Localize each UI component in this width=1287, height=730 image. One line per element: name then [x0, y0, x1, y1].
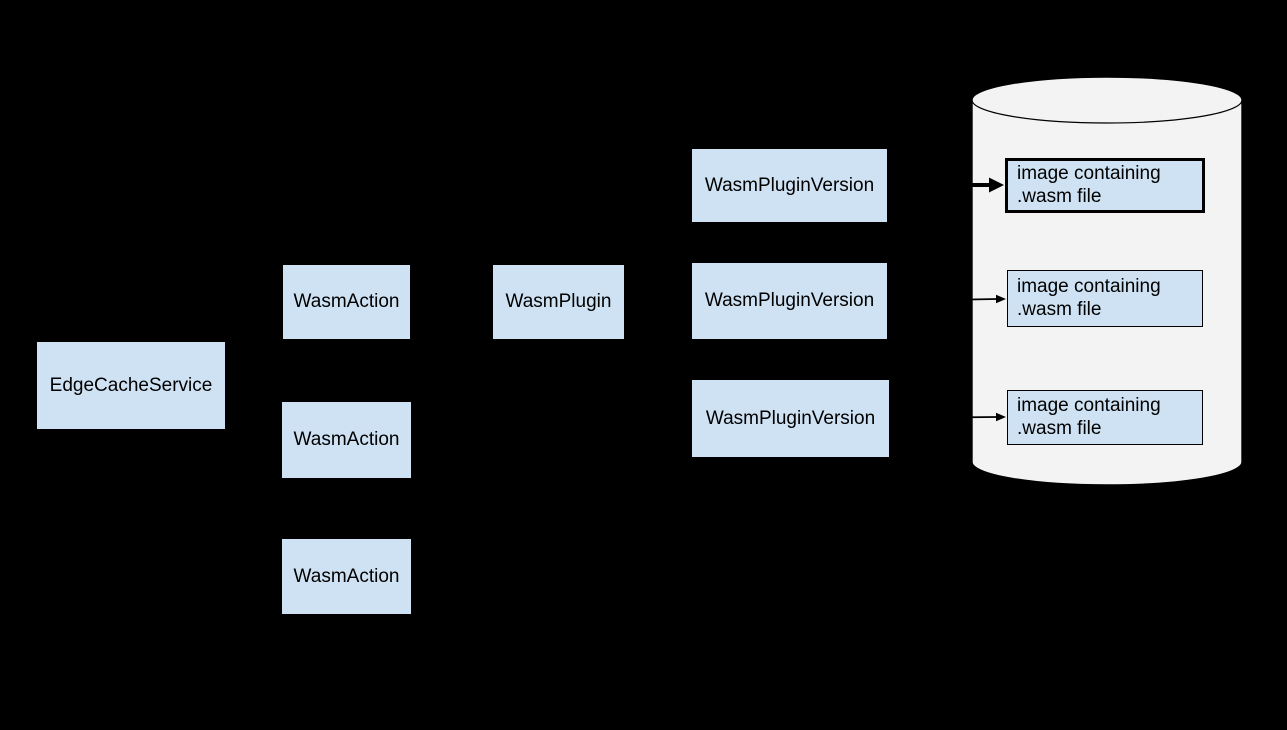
node-wasmaction-1: WasmAction	[283, 265, 410, 339]
registry-image-box-3: image containing .wasm file	[1007, 390, 1203, 445]
node-wasmpluginversion-3: WasmPluginVersion	[692, 380, 889, 457]
registry-image-box-2: image containing .wasm file	[1007, 270, 1203, 327]
node-edgecacheservice: EdgeCacheService	[37, 342, 225, 429]
cylinder-top-ellipse	[971, 99, 1243, 124]
node-wasmpluginversion-1: WasmPluginVersion	[692, 149, 887, 222]
registry-image-box-1: image containing .wasm file	[1005, 158, 1205, 213]
node-wasmaction-3: WasmAction	[282, 539, 411, 614]
arrow-wpv2-to-image2	[886, 294, 1006, 304]
arrow-wpv1-to-image1	[887, 177, 1004, 193]
node-wasmplugin: WasmPlugin	[493, 265, 624, 339]
node-wasmpluginversion-2: WasmPluginVersion	[692, 263, 887, 339]
arrow-wpv3-to-image3	[888, 412, 1006, 422]
node-wasmaction-2: WasmAction	[282, 402, 411, 478]
